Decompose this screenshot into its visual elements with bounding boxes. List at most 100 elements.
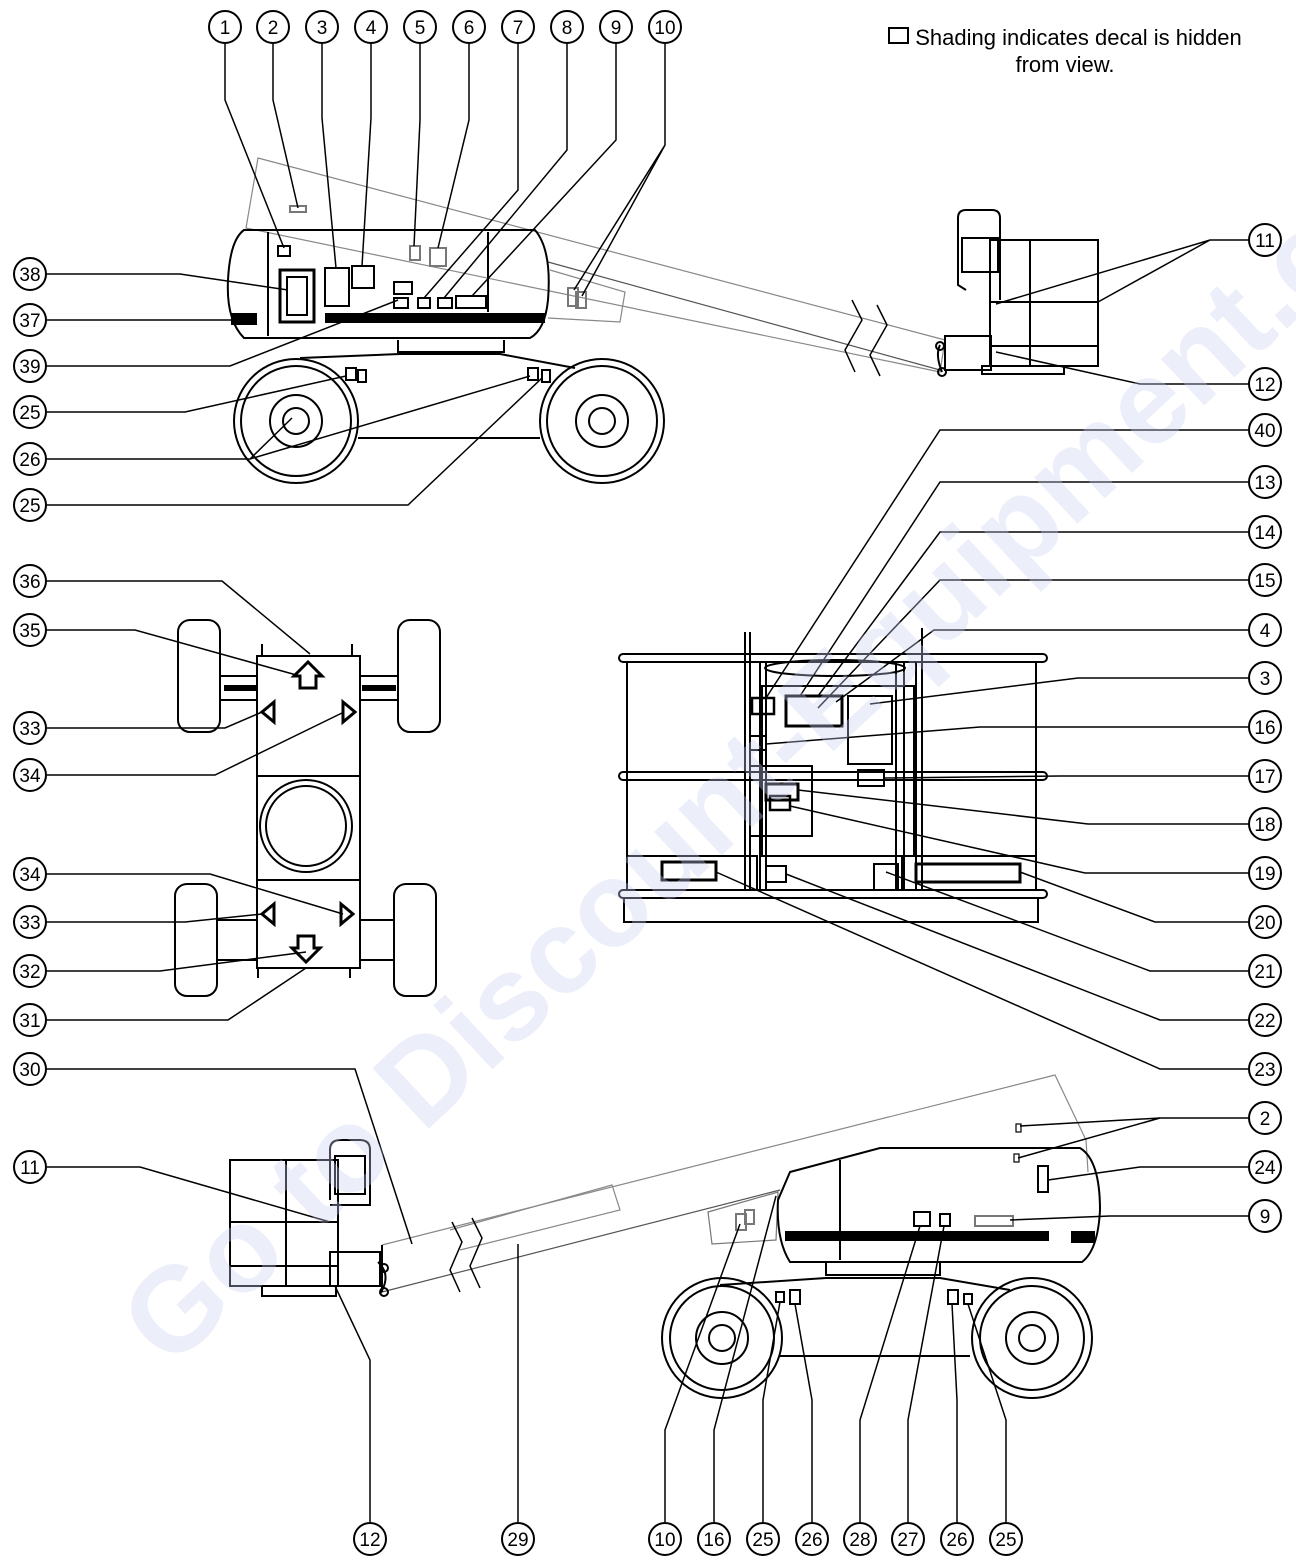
callout-number: 6 — [464, 18, 475, 39]
callout-1: 1 — [208, 10, 242, 44]
callout-34: 34 — [13, 758, 47, 792]
callout-circle — [305, 10, 339, 44]
callout-number: 19 — [1254, 864, 1275, 885]
callout-26: 26 — [940, 1522, 974, 1556]
callout-number: 34 — [19, 865, 41, 886]
callout-circle — [1248, 1101, 1282, 1135]
callout-15: 15 — [1248, 563, 1282, 597]
callout-4: 4 — [354, 10, 388, 44]
legend-note: Shading indicates decal is hidden from v… — [850, 24, 1280, 78]
callout-number: 2 — [268, 18, 279, 39]
callout-5: 5 — [403, 10, 437, 44]
callout-number: 3 — [1260, 669, 1271, 690]
callout-circle — [550, 10, 584, 44]
callout-circle — [13, 711, 47, 745]
callout-number: 14 — [1254, 523, 1276, 544]
callout-number: 16 — [703, 1530, 724, 1551]
side-view-left — [226, 157, 1099, 484]
callout-10: 10 — [648, 1522, 682, 1556]
callout-number: 8 — [562, 18, 573, 39]
legend-line-2: from view. — [1015, 52, 1115, 77]
callout-number: 38 — [19, 265, 40, 286]
callout-circle — [1248, 563, 1282, 597]
callout-number: 25 — [752, 1530, 773, 1551]
callout-circle — [1248, 759, 1282, 793]
callout-circle — [13, 1003, 47, 1037]
callout-circle — [13, 905, 47, 939]
callout-number: 5 — [415, 18, 426, 39]
callout-circle — [1248, 954, 1282, 988]
callout-circle — [354, 10, 388, 44]
callout-circle — [13, 954, 47, 988]
callout-28: 28 — [843, 1522, 877, 1556]
callout-number: 35 — [19, 621, 40, 642]
callout-16: 16 — [697, 1522, 731, 1556]
callout-circle — [940, 1522, 974, 1556]
leader-lines — [47, 43, 1248, 1522]
callout-25: 25 — [13, 395, 47, 429]
callout-36: 36 — [13, 564, 47, 598]
callout-number: 34 — [19, 766, 41, 787]
callout-number: 26 — [19, 450, 40, 471]
callout-34: 34 — [13, 857, 47, 891]
callout-12: 12 — [1248, 367, 1282, 401]
callout-31: 31 — [13, 1003, 47, 1037]
callout-7: 7 — [501, 10, 535, 44]
callout-19: 19 — [1248, 856, 1282, 890]
callout-25: 25 — [13, 488, 47, 522]
callout-16: 16 — [1248, 710, 1282, 744]
callout-circle — [891, 1522, 925, 1556]
callout-circle — [1248, 1003, 1282, 1037]
callout-27: 27 — [891, 1522, 925, 1556]
callout-40: 40 — [1248, 413, 1282, 447]
callout-number: 29 — [507, 1530, 528, 1551]
callout-29: 29 — [501, 1522, 535, 1556]
callout-circle — [13, 303, 47, 337]
callout-22: 22 — [1248, 1003, 1282, 1037]
callout-circle — [843, 1522, 877, 1556]
callout-18: 18 — [1248, 807, 1282, 841]
callout-circle — [403, 10, 437, 44]
callout-number: 25 — [19, 403, 40, 424]
callout-35: 35 — [13, 613, 47, 647]
callout-number: 11 — [20, 1158, 40, 1179]
callout-39: 39 — [13, 349, 47, 383]
callout-circle — [501, 1522, 535, 1556]
callout-number: 16 — [1254, 718, 1275, 739]
callout-25: 25 — [746, 1522, 780, 1556]
callout-circle — [13, 442, 47, 476]
callout-number: 1 — [220, 18, 231, 39]
callout-circle — [989, 1522, 1023, 1556]
callout-21: 21 — [1248, 954, 1282, 988]
callout-number: 10 — [654, 1530, 675, 1551]
callout-circle — [648, 10, 682, 44]
callout-number: 9 — [1260, 1207, 1271, 1228]
callout-circle — [599, 10, 633, 44]
callout-number: 22 — [1254, 1011, 1275, 1032]
platform-front-view — [618, 628, 1048, 923]
callout-circle — [13, 488, 47, 522]
callout-10: 10 — [648, 10, 682, 44]
callout-circle — [746, 1522, 780, 1556]
callout-number: 31 — [19, 1011, 40, 1032]
callout-38: 38 — [13, 257, 47, 291]
callout-33: 33 — [13, 905, 47, 939]
callout-8: 8 — [550, 10, 584, 44]
callout-number: 39 — [19, 357, 40, 378]
callout-circle — [13, 758, 47, 792]
callout-circle — [208, 10, 242, 44]
callout-number: 21 — [1254, 962, 1275, 983]
callout-number: 36 — [19, 572, 40, 593]
callout-circle — [1248, 1052, 1282, 1086]
callout-number: 25 — [19, 496, 40, 517]
callout-circle — [1248, 367, 1282, 401]
callout-3: 3 — [1248, 661, 1282, 695]
callout-number: 12 — [1254, 375, 1275, 396]
callout-circle — [13, 349, 47, 383]
callout-number: 27 — [897, 1530, 918, 1551]
callout-number: 33 — [19, 719, 40, 740]
callout-3: 3 — [305, 10, 339, 44]
callout-number: 40 — [1254, 421, 1275, 442]
callout-circle — [13, 257, 47, 291]
